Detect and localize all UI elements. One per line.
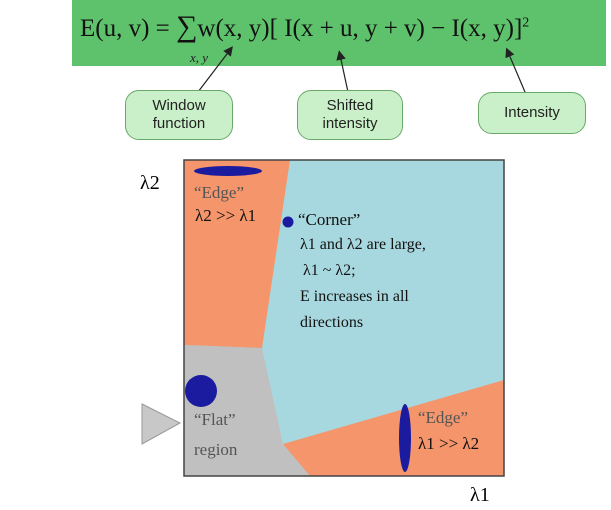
- corner-title: “Corner”: [298, 210, 361, 229]
- edge-top-ellipse: [194, 166, 262, 176]
- intensity-text: Intensity: [504, 104, 560, 121]
- edge-bottom-title: “Edge”: [418, 408, 469, 427]
- edge-bottom-relation: λ1 >> λ2: [418, 434, 480, 453]
- flat-pointer-arrow: [141, 403, 182, 445]
- corner-line2: λ1 ~ λ2;: [303, 262, 356, 279]
- window-function-text: Window function: [152, 97, 206, 132]
- intensity-callout: Intensity: [478, 92, 586, 134]
- summation-subscript: x, y: [190, 50, 209, 65]
- energy-formula: E(u, v) = ∑w(x, y)[ I(x + u, y + v) − I(…: [80, 10, 529, 44]
- edge-bottom-region: [283, 380, 504, 476]
- flat-line2: region: [194, 440, 238, 459]
- edge-bottom-ellipse: [399, 404, 411, 472]
- formula-rhs: w(x, y)[ I(x + u, y + v) − I(x, y)]: [197, 15, 523, 42]
- formula-power: 2: [522, 15, 530, 31]
- shifted-intensity-text: Shifted intensity: [322, 97, 378, 132]
- corner-line1: λ1 and λ2 are large,: [300, 236, 426, 253]
- shifted-intensity-callout: Shifted intensity: [297, 90, 403, 140]
- flat-title: “Flat”: [194, 410, 236, 429]
- edge-top-region: [184, 160, 290, 348]
- plot-frame: [183, 159, 505, 477]
- corner-dot: [282, 216, 294, 228]
- y-axis-label: λ2: [140, 172, 160, 194]
- window-function-callout: Window function: [125, 90, 233, 140]
- eigenvalue-region-plot: [183, 159, 505, 477]
- flat-region: [184, 345, 310, 476]
- flat-circle: [185, 375, 217, 407]
- edge-top-relation: λ2 >> λ1: [195, 206, 257, 225]
- corner-line4: directions: [300, 314, 364, 331]
- summation-symbol: ∑: [176, 10, 198, 43]
- formula-lhs: E(u, v) =: [80, 15, 177, 42]
- shifted-callout-arrow: [336, 50, 349, 93]
- intensity-callout-arrow: [505, 47, 526, 93]
- edge-top-title: “Edge”: [194, 183, 245, 202]
- x-axis-label: λ1: [470, 484, 490, 506]
- corner-line3: E increases in all: [300, 288, 409, 305]
- window-callout-arrow: [197, 46, 233, 93]
